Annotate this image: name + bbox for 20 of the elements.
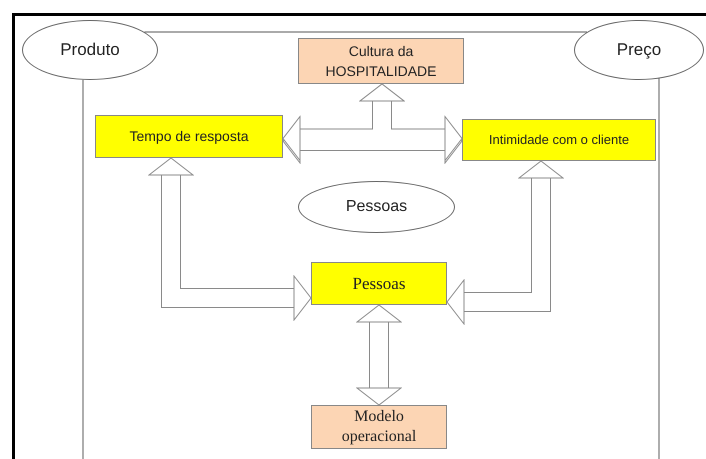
block-arrow <box>356 304 402 406</box>
concept-box <box>462 119 656 161</box>
node-label: Intimidade com o cliente <box>488 130 630 149</box>
block-arrow <box>148 158 312 320</box>
block-arrow <box>446 160 564 324</box>
connector-line <box>144 31 587 33</box>
node-label: Produto <box>60 38 120 61</box>
node-label: Pessoas <box>346 197 408 218</box>
connector-line <box>82 80 84 459</box>
block-arrow <box>282 84 462 164</box>
concept-box <box>311 262 447 305</box>
concept-box <box>95 115 283 158</box>
concept-box <box>311 405 447 449</box>
concept-box <box>298 38 464 84</box>
node-label: Preço <box>616 38 662 61</box>
node-label: Modelo operacional <box>340 407 418 447</box>
node-label: Tempo de resposta <box>129 127 249 146</box>
node-label: Pessoas <box>352 272 406 294</box>
node-label: Cultura da HOSPITALIDADE <box>324 42 438 81</box>
connector-line <box>658 78 660 459</box>
